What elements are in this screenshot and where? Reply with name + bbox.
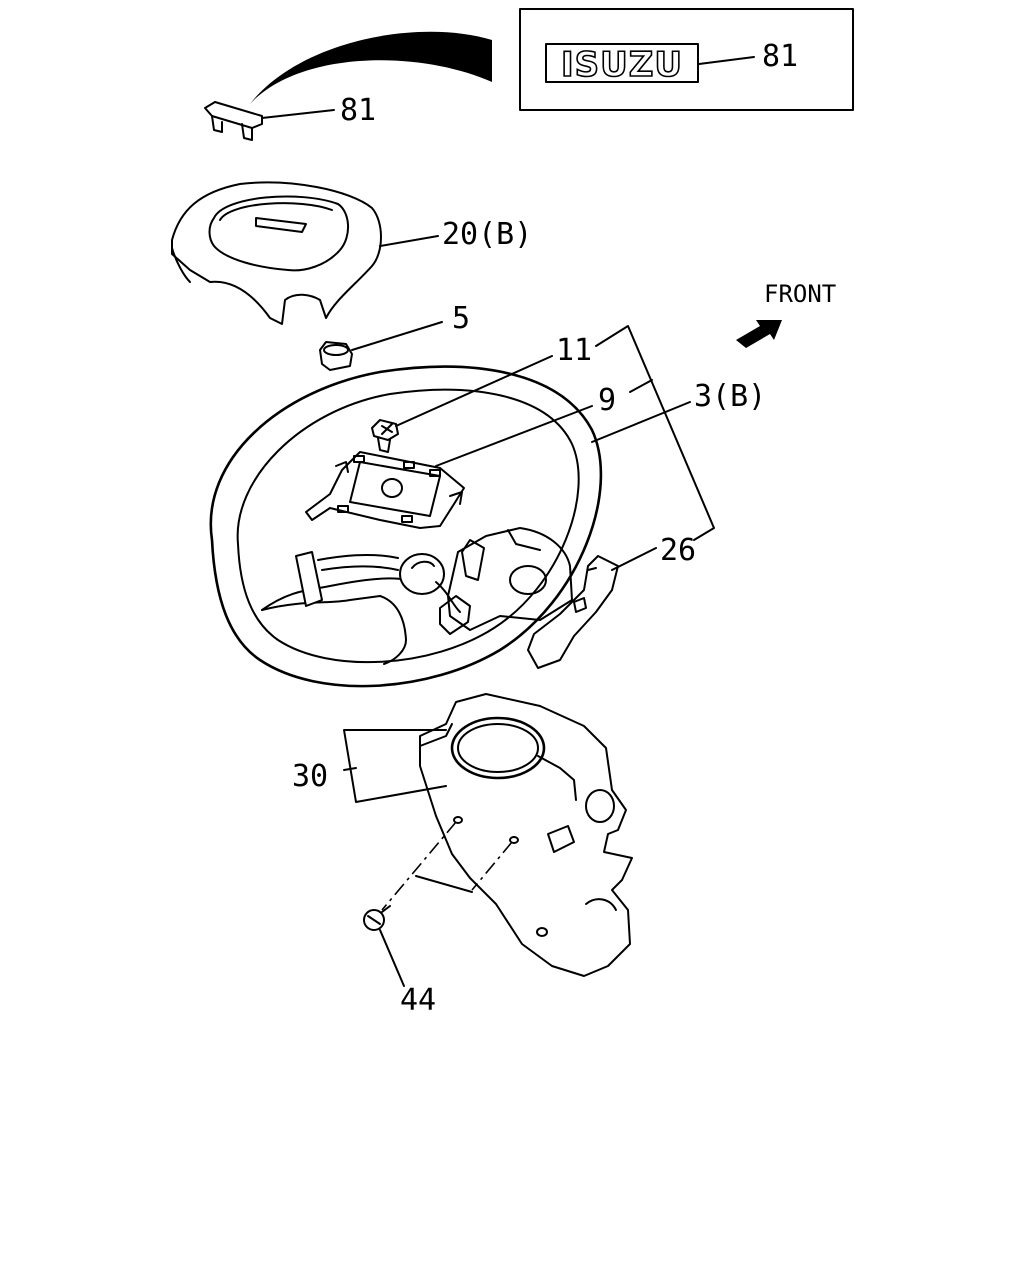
front-label: FRONT	[764, 280, 836, 308]
front-indicator: FRONT	[736, 280, 836, 348]
callout-20b: 20(B)	[442, 217, 532, 252]
inset-logo-text: ISUZU	[561, 45, 683, 85]
wheel-rim-inner	[236, 388, 580, 664]
callout-26: 26	[660, 533, 696, 568]
horn-pad-body	[171, 181, 382, 325]
bracket-plate	[305, 451, 465, 529]
column-opening	[450, 716, 546, 780]
bolt: 11	[371, 333, 592, 453]
leader-26	[611, 547, 657, 571]
horn-pad-logo-slot	[255, 217, 307, 233]
install-arrow	[250, 31, 492, 104]
callout-11: 11	[556, 333, 592, 368]
callout-30: 30	[292, 759, 328, 794]
bracket-30	[343, 729, 447, 803]
emblem-plate	[545, 43, 699, 83]
emblem-clip: 81	[204, 31, 492, 141]
leader-81-inset	[698, 56, 755, 65]
leader-9	[435, 405, 593, 467]
callout-81: 81	[340, 93, 376, 128]
wheel-rim-outer	[209, 365, 603, 688]
callout-81-inset: 81	[762, 39, 798, 74]
screw: 44	[363, 821, 513, 1018]
inset-frame	[519, 8, 854, 111]
front-arrow-icon	[736, 320, 782, 348]
leader-20b	[379, 235, 439, 247]
hub-knob	[399, 553, 445, 595]
leader-3b	[591, 401, 691, 443]
spoke-left	[261, 577, 407, 611]
leader-44	[379, 929, 405, 987]
callout-3b: 3(B)	[694, 379, 766, 414]
group-bracket	[595, 325, 715, 541]
column-cover-body	[419, 693, 633, 977]
spoke-left-cover	[295, 551, 323, 607]
leader-11	[395, 355, 553, 427]
horn-pad: 20(B)	[171, 181, 532, 325]
callout-9: 9	[598, 383, 616, 418]
mounting-bracket: 9	[305, 383, 616, 529]
callout-44: 44	[400, 983, 436, 1018]
callout-5: 5	[452, 301, 470, 336]
hub-right	[447, 527, 573, 631]
leader-5	[351, 321, 443, 351]
nut: 5	[319, 301, 470, 371]
lower-cover: 26	[527, 533, 696, 669]
steering-wheel: 3(B)	[209, 365, 766, 688]
horn-pad-center	[208, 195, 349, 272]
column-cover: 30	[292, 693, 633, 977]
emblem-inset: ISUZU 81	[519, 8, 854, 111]
leader-81	[261, 109, 335, 119]
